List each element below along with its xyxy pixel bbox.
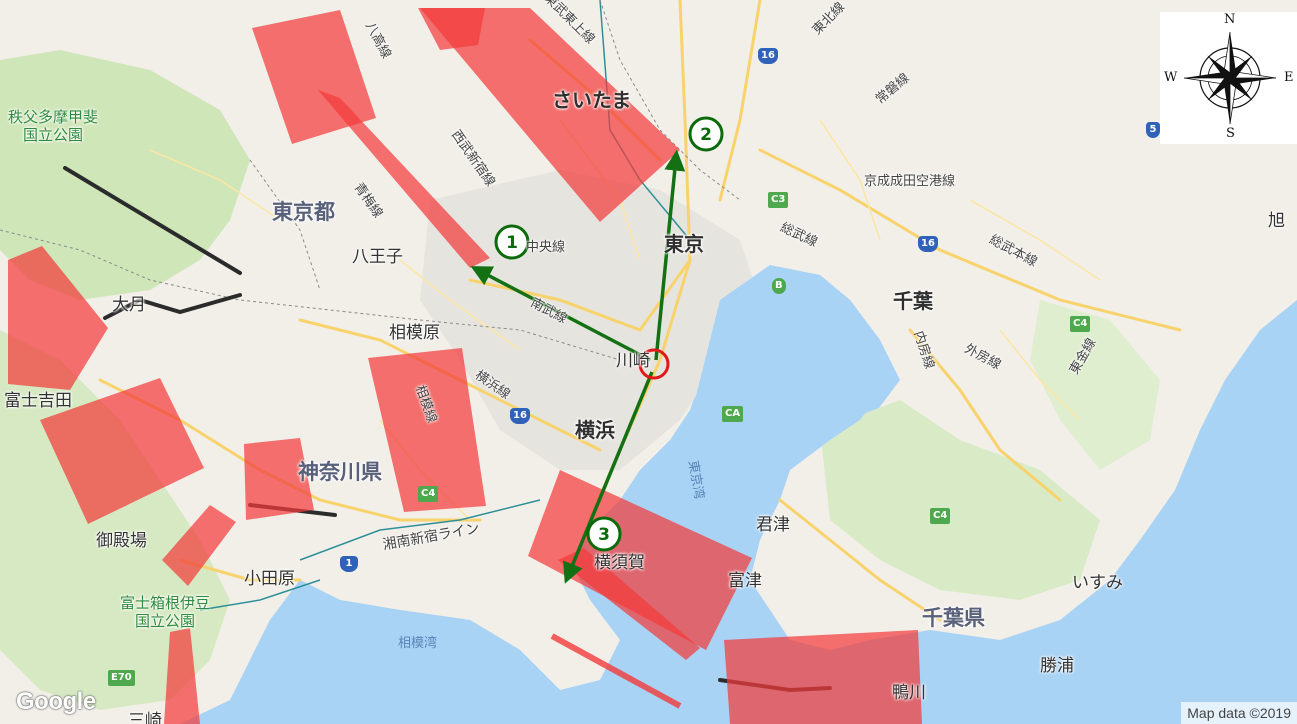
restricted-line <box>103 293 242 320</box>
route-segment-3 <box>563 371 654 584</box>
compass-rose: N S E W <box>1160 12 1297 144</box>
park-area-chichibu <box>0 50 250 300</box>
label-gotemba: 御殿場 <box>96 531 147 551</box>
label-sagamihara: 相模原 <box>389 323 440 343</box>
label-futtsu: 富津 <box>728 571 762 591</box>
label-fujiyoshida: 富士吉田 <box>4 391 72 411</box>
route-shield-16-south: 16 <box>510 408 530 424</box>
route-shield-c3: C3 <box>768 192 789 208</box>
restricted-zone <box>558 548 700 660</box>
route-shield-1: 1 <box>340 556 358 572</box>
origin-marker <box>638 348 670 380</box>
restricted-line-red <box>550 633 682 709</box>
label-katsuura: 勝浦 <box>1040 656 1074 676</box>
svg-text:3: 3 <box>598 525 610 545</box>
restricted-zone <box>418 8 485 50</box>
restricted-line <box>63 166 242 275</box>
label-saitama: さいたま <box>552 88 632 112</box>
restricted-zone <box>318 90 490 268</box>
label-kawasaki: 川崎 <box>616 351 650 371</box>
compass-north: N <box>1224 12 1236 27</box>
label-misaki: 三崎 <box>128 711 162 724</box>
compass-west: W <box>1164 70 1178 85</box>
label-hachioji: 八王子 <box>352 247 403 267</box>
label-tokyo: 東京 <box>664 232 704 256</box>
route-shield-b: B <box>772 278 786 294</box>
route-segment-1 <box>470 266 651 362</box>
waypoint-1[interactable]: 1 <box>494 224 530 260</box>
label-kisarazu: 君津 <box>756 515 790 535</box>
label-otsuki: 大月 <box>112 295 146 315</box>
route-shield-16-north: 16 <box>758 48 778 64</box>
label-chiba: 千葉 <box>893 289 933 313</box>
compass-south: S <box>1226 126 1235 141</box>
route-shield-ca: CA <box>722 406 744 422</box>
restricted-zone <box>420 8 680 222</box>
route-shield-c4-kanagawa: C4 <box>418 486 439 502</box>
restricted-zone <box>8 246 108 390</box>
label-yokosuka: 横須賀 <box>594 553 645 573</box>
svg-text:2: 2 <box>700 125 712 145</box>
route-segment-2 <box>654 149 686 361</box>
label-odawara: 小田原 <box>244 569 295 589</box>
compass-east: E <box>1284 70 1294 85</box>
route-shield-c4-chiba: C4 <box>930 508 951 524</box>
label-chichibu-park: 秩父多摩甲斐 国立公園 <box>8 108 99 144</box>
restricted-zone <box>40 378 204 524</box>
route-shield-e70: E70 <box>108 670 135 686</box>
label-chiba-ken: 千葉県 <box>922 606 985 630</box>
route-shield-c4-east: C4 <box>1070 316 1091 332</box>
restricted-zone <box>724 630 922 724</box>
label-kamogawa: 鴨川 <box>892 683 926 703</box>
label-kanagawa: 神奈川県 <box>298 460 382 484</box>
compass-icon <box>1183 31 1277 125</box>
label-fuji-hakone-park: 富士箱根伊豆 国立公園 <box>120 594 211 630</box>
map-attribution[interactable]: Map data ©2019 <box>1181 702 1297 724</box>
tokyo-bay <box>690 265 890 540</box>
waypoint-3[interactable]: 3 <box>586 516 622 552</box>
svg-text:1: 1 <box>506 233 518 253</box>
label-keisei-narita-line: 京成成田空港線 <box>864 174 956 189</box>
label-isumi: いすみ <box>1072 573 1123 593</box>
label-tokyo-to: 東京都 <box>272 200 335 224</box>
restricted-zone <box>528 470 752 650</box>
route-shield-16-east: 16 <box>918 236 938 252</box>
restricted-zone <box>162 505 236 586</box>
restricted-zone <box>164 628 200 724</box>
google-logo: Google <box>16 688 96 715</box>
label-yokohama: 横浜 <box>575 418 615 442</box>
waypoint-2[interactable]: 2 <box>688 116 724 152</box>
route-shield-5: 5 <box>1146 122 1160 138</box>
label-sagami-bay: 相模湾 <box>398 636 438 651</box>
restricted-zone <box>244 438 314 520</box>
label-chuo-line: 中央線 <box>526 240 566 255</box>
label-asahi: 旭 <box>1268 211 1285 231</box>
restricted-zone <box>368 348 486 512</box>
